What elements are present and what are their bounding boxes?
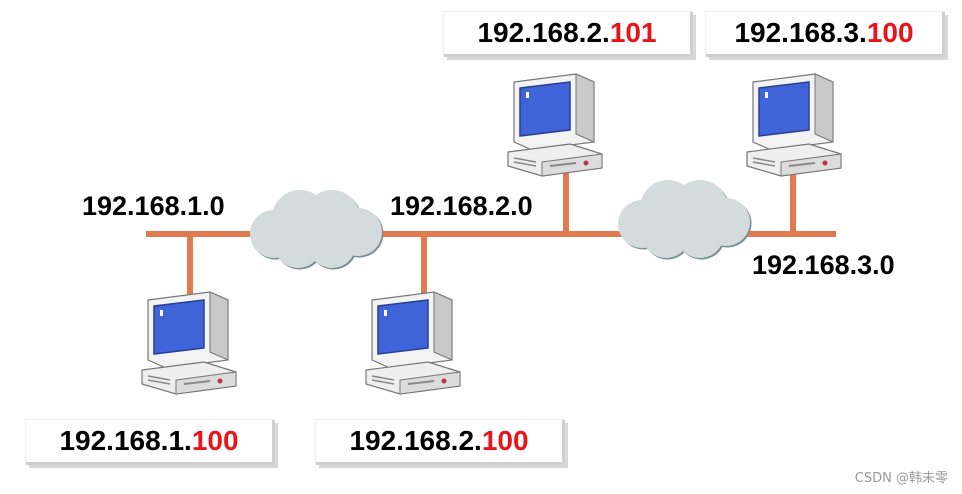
computer-icon-host3 <box>507 73 603 177</box>
network-label-3: 192.168.3.0 <box>752 250 895 280</box>
network-label-2: 192.168.2.0 <box>390 191 533 221</box>
ip-host-octet: 100 <box>481 425 529 456</box>
cloud-left <box>250 190 384 270</box>
ip-box-host4: 192.168.3.100 <box>706 12 945 57</box>
computer-icon-host2 <box>365 291 461 395</box>
ip-prefix: 192.168.2. <box>477 17 610 48</box>
computer-icon-host4 <box>746 73 842 177</box>
network-links <box>146 168 836 296</box>
ip-box-host3: 192.168.2.101 <box>444 12 693 57</box>
ip-prefix: 192.168.1. <box>59 425 192 456</box>
ip-host-octet: 101 <box>609 17 657 48</box>
ip-box-host2: 192.168.2.100 <box>316 420 565 465</box>
watermark: CSDN @韩未零 <box>854 471 948 486</box>
ip-host-octet: 100 <box>866 17 914 48</box>
ip-prefix: 192.168.2. <box>349 425 482 456</box>
cloud-right <box>618 180 752 260</box>
ip-host-octet: 100 <box>191 425 239 456</box>
ip-prefix: 192.168.3. <box>734 17 867 48</box>
network-label-1: 192.168.1.0 <box>82 191 225 221</box>
computer-icon-host1 <box>141 291 237 395</box>
ip-box-host1: 192.168.1.100 <box>26 420 275 465</box>
